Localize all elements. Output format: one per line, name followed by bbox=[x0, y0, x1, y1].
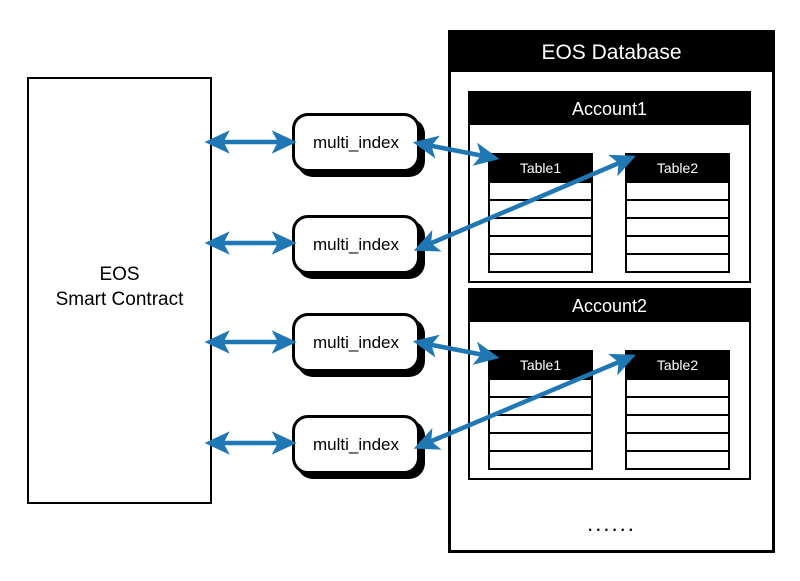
eos-smart-contract-label: EOS Smart Contract bbox=[55, 264, 184, 310]
table-row bbox=[627, 432, 728, 450]
table-row bbox=[627, 414, 728, 432]
table-row bbox=[490, 432, 591, 450]
multi-index-box-4[interactable]: multi_index bbox=[292, 415, 420, 474]
ellipsis-text: ...... bbox=[587, 511, 636, 536]
account1-table1-name: Table1 bbox=[519, 160, 562, 176]
eos-database-container: EOS Database Account1 Table1 bbox=[448, 30, 775, 553]
eos-database-title: EOS Database bbox=[541, 40, 682, 64]
table-row bbox=[490, 396, 591, 414]
table-row bbox=[627, 253, 728, 271]
multi-index-box-3[interactable]: multi_index bbox=[292, 313, 420, 372]
account-body-1: Table1 Table2 bbox=[470, 125, 749, 281]
table-row bbox=[627, 235, 728, 253]
account1-table1-header: Table1 bbox=[490, 155, 591, 181]
account-panel-1: Account1 Table1 Table2 bbox=[468, 91, 751, 283]
account2-table2-header: Table2 bbox=[627, 352, 728, 378]
table-row bbox=[627, 181, 728, 199]
account-panel-2: Account2 Table1 Table2 bbox=[468, 288, 751, 480]
account1-table2-header: Table2 bbox=[627, 155, 728, 181]
account2-table1-name: Table1 bbox=[519, 357, 562, 373]
table-row bbox=[627, 217, 728, 235]
account-header-1: Account1 bbox=[470, 93, 749, 125]
eos-database-header: EOS Database bbox=[451, 33, 772, 72]
table-row bbox=[627, 199, 728, 217]
table-row bbox=[490, 414, 591, 432]
account2-table1[interactable]: Table1 bbox=[488, 350, 593, 470]
account-body-2: Table1 Table2 bbox=[470, 322, 749, 478]
table-row bbox=[627, 450, 728, 468]
table-row bbox=[490, 199, 591, 217]
table-row bbox=[490, 181, 591, 199]
table-row bbox=[490, 217, 591, 235]
table-row bbox=[490, 253, 591, 271]
table-row bbox=[490, 378, 591, 396]
multi-index-label-2: multi_index bbox=[313, 234, 399, 254]
multi-index-box-2[interactable]: multi_index bbox=[292, 215, 420, 274]
account2-table2[interactable]: Table2 bbox=[625, 350, 730, 470]
account-name-2: Account2 bbox=[571, 295, 648, 316]
account2-table1-header: Table1 bbox=[490, 352, 591, 378]
multi-index-label-1: multi_index bbox=[313, 132, 399, 152]
table-row bbox=[627, 378, 728, 396]
table-row bbox=[490, 235, 591, 253]
eos-smart-contract-box bbox=[27, 77, 212, 504]
more-accounts-ellipsis: ...... bbox=[451, 511, 772, 537]
account2-table2-name: Table2 bbox=[656, 357, 699, 373]
account1-table2-name: Table2 bbox=[656, 160, 699, 176]
multi-index-label-4: multi_index bbox=[313, 434, 399, 454]
account-header-2: Account2 bbox=[470, 290, 749, 322]
account1-table2[interactable]: Table2 bbox=[625, 153, 730, 273]
account-name-1: Account1 bbox=[571, 98, 648, 119]
multi-index-box-1[interactable]: multi_index bbox=[292, 113, 420, 172]
account1-table1[interactable]: Table1 bbox=[488, 153, 593, 273]
table-row bbox=[627, 396, 728, 414]
table-row bbox=[490, 450, 591, 468]
multi-index-label-3: multi_index bbox=[313, 332, 399, 352]
